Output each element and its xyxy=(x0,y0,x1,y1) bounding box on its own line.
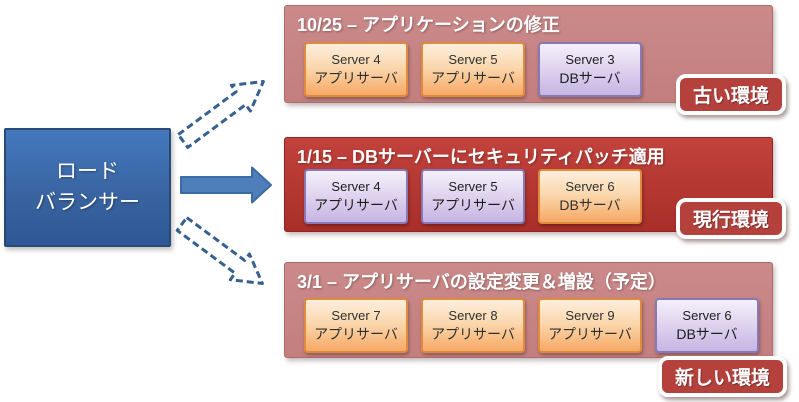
environment-panel-old: 10/25 – アプリケーションの修正 Server 4 アプリサーバ Serv… xyxy=(284,5,773,103)
server-name: Server 3 xyxy=(565,51,615,67)
server-role: アプリサーバ xyxy=(548,325,632,342)
environment-title-old: 10/25 – アプリケーションの修正 xyxy=(297,15,560,35)
environment-badge-current: 現行環境 xyxy=(676,198,787,239)
server-name: Server 8 xyxy=(448,307,498,323)
load-balancer-node: ロード バランサー xyxy=(4,128,171,247)
load-balancer-label-line1: ロード xyxy=(56,160,119,184)
server-role: アプリサーバ xyxy=(431,325,515,342)
arrows-layer xyxy=(175,80,272,285)
server-role: DBサーバ xyxy=(676,325,738,342)
server-row-old: Server 4 アプリサーバ Server 5 アプリサーバ Server 3… xyxy=(304,42,642,97)
server-name: Server 7 xyxy=(331,307,381,323)
server-row-new: Server 7 アプリサーバ Server 8 アプリサーバ Server 9… xyxy=(304,298,759,353)
environment-badge-old: 古い環境 xyxy=(676,74,787,115)
dashed-arrow-to-old-environment xyxy=(176,80,265,149)
load-balancer-label-line2: バランサー xyxy=(35,190,140,214)
server-role: DBサーバ xyxy=(559,196,621,213)
server-node: Server 4 アプリサーバ xyxy=(304,169,408,224)
server-role: アプリサーバ xyxy=(314,196,398,213)
environment-title-new: 3/1 – アプリサーバの設定変更＆増設（予定） xyxy=(297,272,666,292)
environment-badge-new: 新しい環境 xyxy=(658,356,788,397)
server-node: Server 7 アプリサーバ xyxy=(304,298,408,353)
server-node: Server 9 アプリサーバ xyxy=(538,298,642,353)
server-role: アプリサーバ xyxy=(431,69,515,86)
environment-panel-new: 3/1 – アプリサーバの設定変更＆増設（予定） Server 7 アプリサーバ… xyxy=(284,262,773,358)
server-node: Server 3 DBサーバ xyxy=(538,42,642,97)
server-name: Server 4 xyxy=(331,51,381,67)
server-name: Server 5 xyxy=(448,51,498,67)
server-role: アプリサーバ xyxy=(431,196,515,213)
server-name: Server 6 xyxy=(682,307,732,323)
server-name: Server 5 xyxy=(448,178,498,194)
environment-title-current: 1/15 – DBサーバーにセキュリティパッチ適用 xyxy=(297,147,665,167)
server-node: Server 8 アプリサーバ xyxy=(421,298,525,353)
solid-arrow-to-current-environment xyxy=(180,166,272,204)
server-node: Server 6 DBサーバ xyxy=(655,298,759,353)
server-role: アプリサーバ xyxy=(314,69,398,86)
server-node: Server 5 アプリサーバ xyxy=(421,169,525,224)
server-role: アプリサーバ xyxy=(314,325,398,342)
server-role: DBサーバ xyxy=(559,69,621,86)
server-name: Server 4 xyxy=(331,178,381,194)
server-name: Server 6 xyxy=(565,178,615,194)
server-name: Server 9 xyxy=(565,307,615,323)
server-node: Server 6 DBサーバ xyxy=(538,169,642,224)
server-row-current: Server 4 アプリサーバ Server 5 アプリサーバ Server 6… xyxy=(304,169,642,224)
server-node: Server 4 アプリサーバ xyxy=(304,42,408,97)
server-node: Server 5 アプリサーバ xyxy=(421,42,525,97)
dashed-arrow-to-new-environment xyxy=(175,216,264,285)
